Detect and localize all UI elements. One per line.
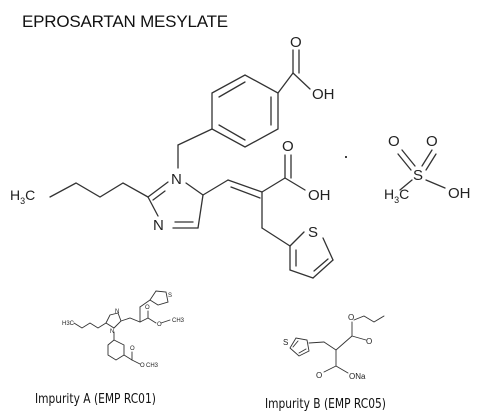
mesylate-s-label: S (413, 167, 423, 184)
butyl-chain: H3C (10, 182, 149, 206)
impb-ona-label: ONa (349, 372, 366, 381)
imidazole-ring: N N (147, 171, 204, 234)
impurity-a-caption: Impurity A (EMP RC01) (35, 392, 156, 407)
compound-title: EPROSARTAN MESYLATE (22, 12, 228, 31)
impa-s-label: S (168, 293, 172, 299)
impb-o2-label: O (366, 337, 372, 346)
impa-och3-label: O (140, 363, 145, 369)
thiophene-ring: S (289, 224, 334, 279)
imidazole-n1-label: N (171, 171, 182, 188)
impa-n2-label: N (110, 329, 114, 335)
mesylate-o-left-label: O (388, 133, 400, 150)
impurity-a-structure: H3C N N S O O CH3 O O CH3 (62, 290, 185, 369)
impb-o3-label: O (316, 371, 322, 380)
impb-s-label: S (283, 338, 288, 347)
mesylate-h3c-label: H3C (384, 186, 409, 205)
benzoic-acid-group: O OH (277, 34, 335, 103)
acid-o-label: O (282, 138, 294, 155)
mesylate-o-right-label: O (426, 133, 438, 150)
salt-dot: · (343, 146, 349, 166)
acid-oh-label: OH (308, 187, 331, 204)
impa-o2-label: O (157, 322, 162, 328)
impb-o1-label: O (348, 313, 354, 322)
acrylic-acid-group: O OH (202, 138, 331, 204)
impurity-b-caption: Impurity B (EMP RC05) (265, 397, 386, 412)
benzyl-bond (177, 128, 213, 146)
methanesulfonic-acid: S O O H3C OH (384, 133, 471, 205)
benzoic-o-label: O (290, 34, 302, 51)
thienyl-bond (261, 227, 291, 247)
impa-o1-label: O (145, 305, 150, 311)
eprosartan-structure: O OH N N H3C (10, 34, 349, 279)
impa-n1-label: N (115, 309, 119, 315)
impa-ch3b-label: CH3 (146, 363, 159, 369)
impa-o3-label: O (130, 346, 135, 352)
benzene-ring (211, 74, 279, 148)
thiophene-s-label: S (308, 224, 318, 241)
impa-h3c-label: H3C (62, 321, 75, 327)
butyl-h3c-label: H3C (10, 187, 35, 206)
benzoic-oh-label: OH (312, 86, 335, 103)
impa-ch3-label: CH3 (172, 318, 185, 324)
imidazole-n3-label: N (153, 217, 164, 234)
mesylate-oh-label: OH (448, 185, 471, 202)
impurity-b-structure: S O O O ONa (283, 313, 385, 381)
